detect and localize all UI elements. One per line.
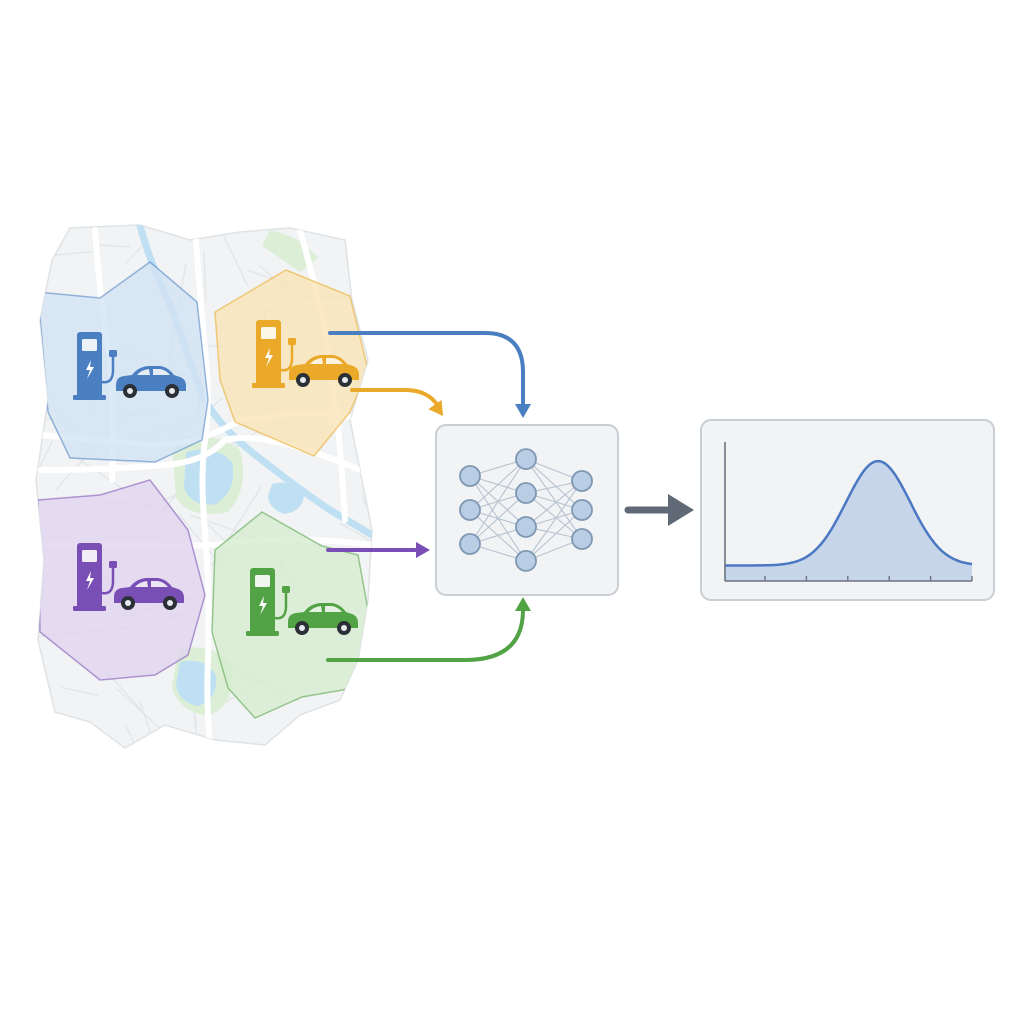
distribution-chart-icon bbox=[724, 442, 973, 582]
minor-street bbox=[36, 440, 53, 512]
minor-street bbox=[116, 688, 165, 733]
flow-arrow-blue bbox=[328, 331, 525, 407]
nn-node bbox=[571, 528, 593, 550]
model-panel-box bbox=[435, 424, 619, 596]
flow-arrows bbox=[326, 331, 531, 662]
arrow-head bbox=[416, 542, 430, 558]
ev-car-icon bbox=[289, 355, 359, 387]
output-arrow bbox=[624, 494, 694, 526]
minor-street bbox=[339, 522, 372, 542]
distribution-area bbox=[725, 461, 972, 581]
ev-charging-station-icon bbox=[252, 320, 296, 388]
nn-node bbox=[459, 499, 481, 521]
nn-node bbox=[459, 533, 481, 555]
lake bbox=[184, 449, 234, 505]
nn-node bbox=[515, 516, 537, 538]
minor-street bbox=[360, 394, 363, 457]
ev-car-icon bbox=[288, 603, 358, 635]
minor-street bbox=[125, 726, 141, 748]
minor-street bbox=[92, 243, 130, 248]
ev-car-icon bbox=[114, 578, 184, 610]
city-map bbox=[35, 224, 373, 749]
arrow-head bbox=[515, 404, 531, 418]
minor-street bbox=[36, 305, 45, 372]
ev-car-icon bbox=[116, 366, 186, 398]
lake bbox=[268, 482, 304, 514]
zone-blue bbox=[37, 261, 209, 463]
arrow-head bbox=[515, 597, 531, 611]
minor-street bbox=[61, 686, 98, 696]
nn-node bbox=[515, 448, 537, 471]
distribution-panel bbox=[700, 419, 995, 601]
neural-network-icon bbox=[459, 448, 593, 572]
ev-icons bbox=[73, 320, 359, 636]
park-area bbox=[262, 230, 318, 272]
flow-arrow-green bbox=[326, 608, 525, 662]
minor-street bbox=[191, 732, 217, 748]
nn-node bbox=[571, 470, 593, 492]
nn-node bbox=[459, 465, 481, 487]
minor-street bbox=[223, 236, 249, 286]
minor-street bbox=[156, 744, 223, 748]
distribution-curve bbox=[725, 459, 973, 567]
arrow-head bbox=[428, 399, 443, 416]
minor-street bbox=[93, 741, 141, 748]
ev-charging-station-icon bbox=[246, 568, 290, 636]
ev-charging-station-icon bbox=[73, 543, 117, 611]
nn-node bbox=[515, 549, 537, 572]
nn-node bbox=[515, 482, 537, 504]
zone-purple bbox=[37, 479, 206, 681]
ev-charging-station-icon bbox=[73, 332, 117, 400]
minor-street bbox=[203, 251, 207, 303]
flow-arrow-yellow bbox=[350, 388, 440, 408]
model-panel bbox=[435, 424, 619, 596]
nn-node bbox=[571, 499, 593, 521]
